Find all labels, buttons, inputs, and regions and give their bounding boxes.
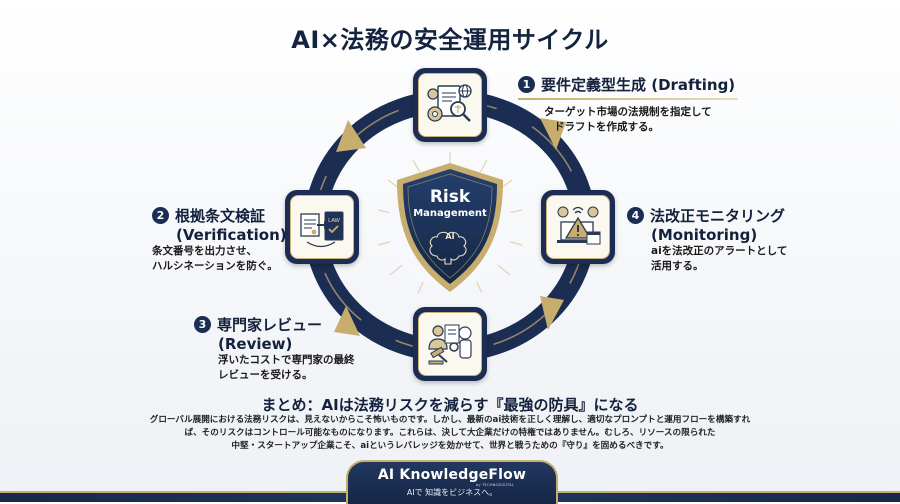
shield-risk: Risk xyxy=(429,187,471,207)
step-number-badge: 4 xyxy=(627,207,644,224)
summary-title: まとめ：AIは法務リスクを減らす『最強の防具』になる xyxy=(261,396,639,414)
step-number-badge: 3 xyxy=(194,316,211,333)
summary-line: グローバル展開における法務リスクは、見えないからこそ怖いものです。しかし、最新の… xyxy=(149,415,751,425)
brand-byline: by TECHNODIGITAL xyxy=(476,483,514,487)
lawyer-gavel-robot-icon xyxy=(428,324,472,365)
step-verification: 2 根拠条文検証 (Verification) 条文番号を出力させ、 ハルシネー… xyxy=(152,205,287,274)
summary-line: ば、そのリスクはコントロール可能なものになります。これらは、決して大企業だけの特… xyxy=(184,428,716,438)
step-description: aiを法改正のアラートとして 活用する。 xyxy=(651,245,788,272)
arrow-1-to-4 xyxy=(540,118,566,150)
step-subtitle: (Verification) xyxy=(176,226,287,244)
shield-text: Risk Management AI xyxy=(405,187,495,242)
footer-brand-tab: AI KnowledgeFlow by TECHNODIGITAL AIで 知識… xyxy=(346,460,558,504)
step-title: 要件定義型生成 (Drafting) xyxy=(541,76,736,94)
step-number-badge: 1 xyxy=(518,76,535,93)
document-to-law-book-icon: LAW xyxy=(300,211,344,248)
step-description: ターゲット市場の法規制を指定して ドラフトを作成する。 xyxy=(544,106,712,133)
step-subtitle: (Review) xyxy=(218,335,293,353)
brand-name: AI KnowledgeFlow xyxy=(377,467,527,483)
step-number-badge: 2 xyxy=(152,207,169,224)
arrow-3-to-2 xyxy=(334,306,360,336)
step-title: 専門家レビュー xyxy=(217,316,323,334)
arrow-2-to-1 xyxy=(336,120,366,152)
shield-icon xyxy=(397,163,503,292)
shield-management: Management xyxy=(413,208,487,219)
step-review: 3 専門家レビュー (Review) 浮いたコストで専門家の最終 レビューを受け… xyxy=(194,314,364,383)
node-verification: LAW xyxy=(285,190,359,264)
step-underline xyxy=(518,98,738,100)
shield-ai-label: AI xyxy=(445,232,455,241)
brain-icon xyxy=(429,231,467,265)
node-monitoring xyxy=(541,190,615,264)
node-drafting xyxy=(413,68,487,142)
step-subtitle: (Monitoring) xyxy=(651,226,758,244)
step-description: 条文番号を出力させ、 ハルシネーションを防ぐ。 xyxy=(152,245,278,272)
step-title: 根拠条文検証 xyxy=(175,207,266,225)
summary-line: 中堅・スタートアップ企業こそ、aiというレバレッジを効かせて、世界と戦うための『… xyxy=(231,441,669,451)
node-review xyxy=(413,307,487,381)
summary-body: グローバル展開における法務リスクは、見えないからこそ怖いものです。しかし、最新の… xyxy=(140,414,760,453)
step-monitoring: 4 法改正モニタリング (Monitoring) aiを法改正のアラートとして … xyxy=(627,205,797,274)
brand-tagline: AIで 知識をビジネスへ。 xyxy=(406,488,498,497)
page-title: AI×法務の安全運用サイクル xyxy=(291,26,609,54)
document-gears-magnifier-icon xyxy=(427,84,472,122)
step-description: 浮いたコストで専門家の最終 レビューを受ける。 xyxy=(218,354,355,381)
law-label: LAW xyxy=(328,218,341,224)
laptop-alert-calendar-icon xyxy=(557,206,601,245)
step-drafting: 1 要件定義型生成 (Drafting) ターゲット市場の法規制を指定して ドラ… xyxy=(518,74,738,135)
arrow-4-to-3 xyxy=(540,296,564,330)
step-title: 法改正モニタリング xyxy=(650,207,786,225)
